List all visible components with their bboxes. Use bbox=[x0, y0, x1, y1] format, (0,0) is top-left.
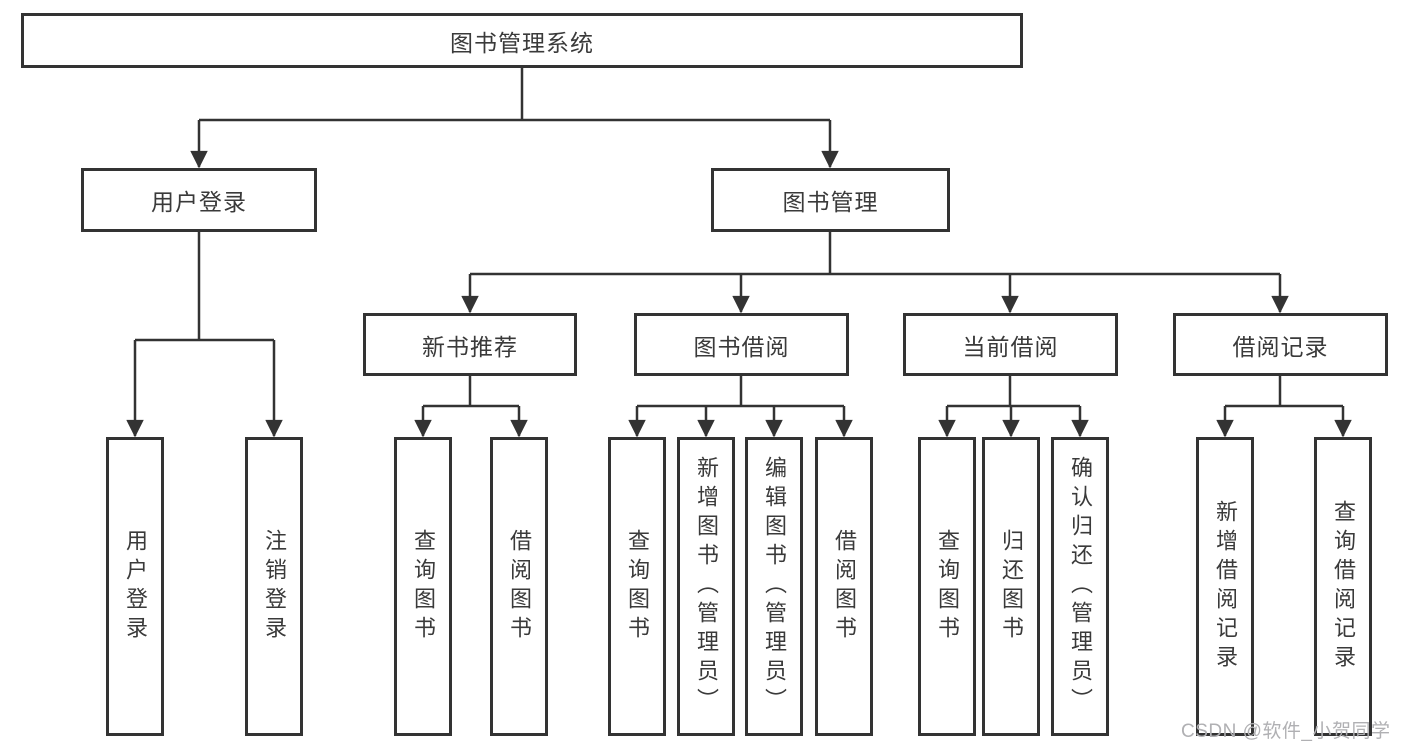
leaf-current-return-books: 归还图书 bbox=[982, 437, 1040, 736]
node-borrowing-records: 借阅记录 bbox=[1173, 313, 1388, 376]
leaf-user-login: 用户登录 bbox=[106, 437, 164, 736]
leaf-borrowing-query-books: 查询图书 bbox=[608, 437, 666, 736]
leaf-current-query-books: 查询图书 bbox=[918, 437, 976, 736]
leaf-borrowing-add-books-admin: 新增图书（管理员） bbox=[677, 437, 735, 736]
leaf-records-add-record: 新增借阅记录 bbox=[1196, 437, 1254, 736]
node-new-book-recommend: 新书推荐 bbox=[363, 313, 577, 376]
leaf-borrowing-edit-books-admin: 编辑图书（管理员） bbox=[745, 437, 803, 736]
node-library-management-system: 图书管理系统 bbox=[21, 13, 1023, 68]
leaf-logout-login: 注销登录 bbox=[245, 437, 303, 736]
leaf-records-query-record: 查询借阅记录 bbox=[1314, 437, 1372, 736]
node-book-borrowing: 图书借阅 bbox=[634, 313, 849, 376]
node-user-login: 用户登录 bbox=[81, 168, 317, 232]
leaf-borrowing-borrow-books: 借阅图书 bbox=[815, 437, 873, 736]
node-current-borrowing: 当前借阅 bbox=[903, 313, 1118, 376]
node-book-management: 图书管理 bbox=[711, 168, 950, 232]
csdn-watermark: CSDN @软件_小贺同学 bbox=[1181, 721, 1391, 742]
leaf-recommend-query-books: 查询图书 bbox=[394, 437, 452, 736]
leaf-current-confirm-return-admin: 确认归还（管理员） bbox=[1051, 437, 1109, 736]
leaf-recommend-borrow-books: 借阅图书 bbox=[490, 437, 548, 736]
